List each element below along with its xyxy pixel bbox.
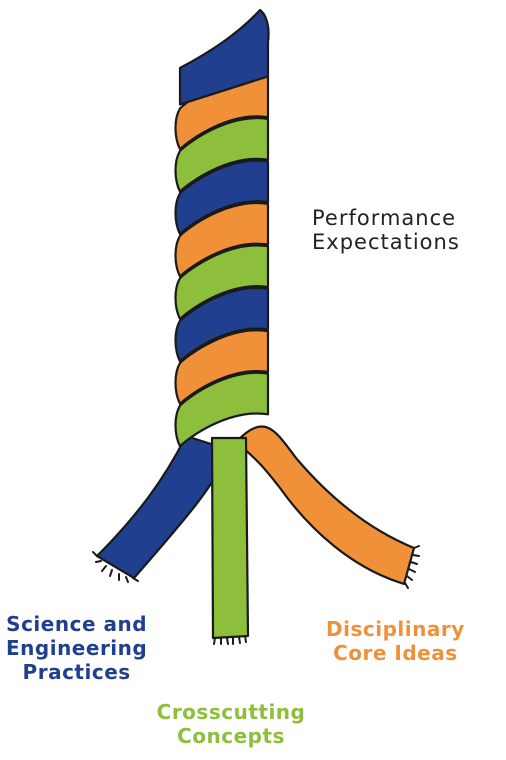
rope-segment-practices [174, 286, 270, 363]
rope-segment-disciplinary [174, 201, 270, 278]
rope-segment-crosscutting [174, 117, 270, 193]
rope-segment-crosscutting [174, 371, 270, 448]
crosscutting-line-1: Crosscutting [156, 700, 306, 724]
disciplinary-line-2: Core Ideas [333, 641, 458, 665]
strand-crosscutting-fray [213, 635, 247, 645]
strand-disciplinary-fray [404, 545, 420, 589]
strand-practices-fray [92, 551, 139, 583]
crosscutting-concepts-label: Crosscutting Concepts [146, 700, 316, 748]
strand-practices-tail [95, 434, 232, 580]
performance-expectations-line-2: Expectations [312, 230, 460, 254]
practices-line-3: Practices [22, 660, 131, 684]
rope-segment-crosscutting [174, 244, 270, 321]
strand-crosscutting-tail [210, 436, 250, 640]
disciplinary-line-1: Disciplinary [326, 617, 465, 641]
performance-expectations-line-1: Performance [312, 206, 457, 230]
rope-segment-practices [174, 159, 270, 236]
science-engineering-practices-label: Science and Engineering Practices [6, 612, 147, 684]
rope-segment-disciplinary [174, 329, 270, 405]
disciplinary-core-ideas-label: Disciplinary Core Ideas [326, 617, 465, 665]
rope-top-segment [178, 8, 270, 106]
braided-rope [174, 8, 270, 448]
strand-disciplinary-tail [234, 425, 416, 586]
crosscutting-line-2: Concepts [177, 724, 285, 748]
practices-line-1: Science and [6, 612, 148, 636]
performance-expectations-label: Performance Expectations [312, 206, 460, 254]
practices-line-2: Engineering [6, 636, 148, 660]
